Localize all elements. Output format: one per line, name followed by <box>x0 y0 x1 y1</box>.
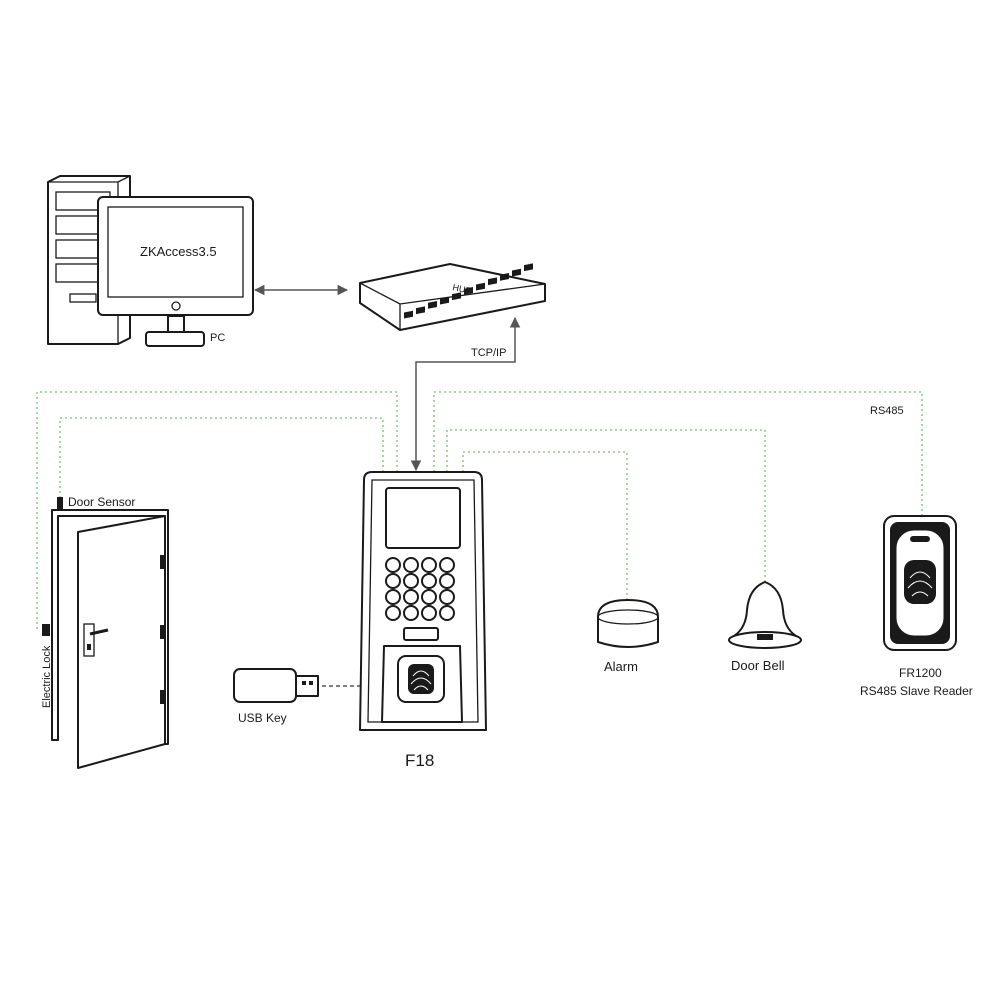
wire-alarm <box>462 451 628 600</box>
door-handle <box>83 623 109 657</box>
tcpip-label: TCP/IP <box>471 347 506 359</box>
fr1200-desc-label: RS485 Slave Reader <box>860 684 973 698</box>
alarm: Alarm <box>597 599 659 674</box>
f18-keypad <box>385 557 455 621</box>
f18-label: F18 <box>405 751 434 770</box>
pc: ZKAccess3.5 PC <box>47 175 254 347</box>
software-label: ZKAccess3.5 <box>140 244 217 259</box>
electric-lock-icon <box>42 624 50 636</box>
fr1200-model-label: FR1200 <box>899 666 942 680</box>
door-bell-label: Door Bell <box>731 658 785 673</box>
rs485-label: RS485 <box>870 405 904 417</box>
pc-label: PC <box>210 332 225 344</box>
wire-electric-lock <box>36 391 398 632</box>
hub: HUB <box>359 263 546 331</box>
door-sensor-label: Door Sensor <box>68 495 135 509</box>
tcpip-link <box>410 316 521 472</box>
usb-key-label: USB Key <box>238 711 287 725</box>
pc-monitor <box>97 196 254 347</box>
hub-label: HUB <box>452 282 473 296</box>
alarm-label: Alarm <box>604 659 638 674</box>
door-sensor-icon <box>57 497 63 509</box>
usb-key: USB Key <box>233 668 319 725</box>
wire-door-sensor <box>59 417 384 505</box>
door: Door Sensor Electric Lock <box>41 495 169 769</box>
electric-lock-label: Electric Lock <box>41 645 53 708</box>
f18-terminal: F18 <box>359 471 487 770</box>
network-links <box>253 284 521 472</box>
wire-rs485-slave <box>433 391 923 516</box>
fr1200-reader: FR1200 RS485 Slave Reader <box>860 515 973 698</box>
door-bell: Door Bell <box>728 581 802 673</box>
f18-screen <box>385 487 461 549</box>
hub-ports <box>404 263 533 319</box>
